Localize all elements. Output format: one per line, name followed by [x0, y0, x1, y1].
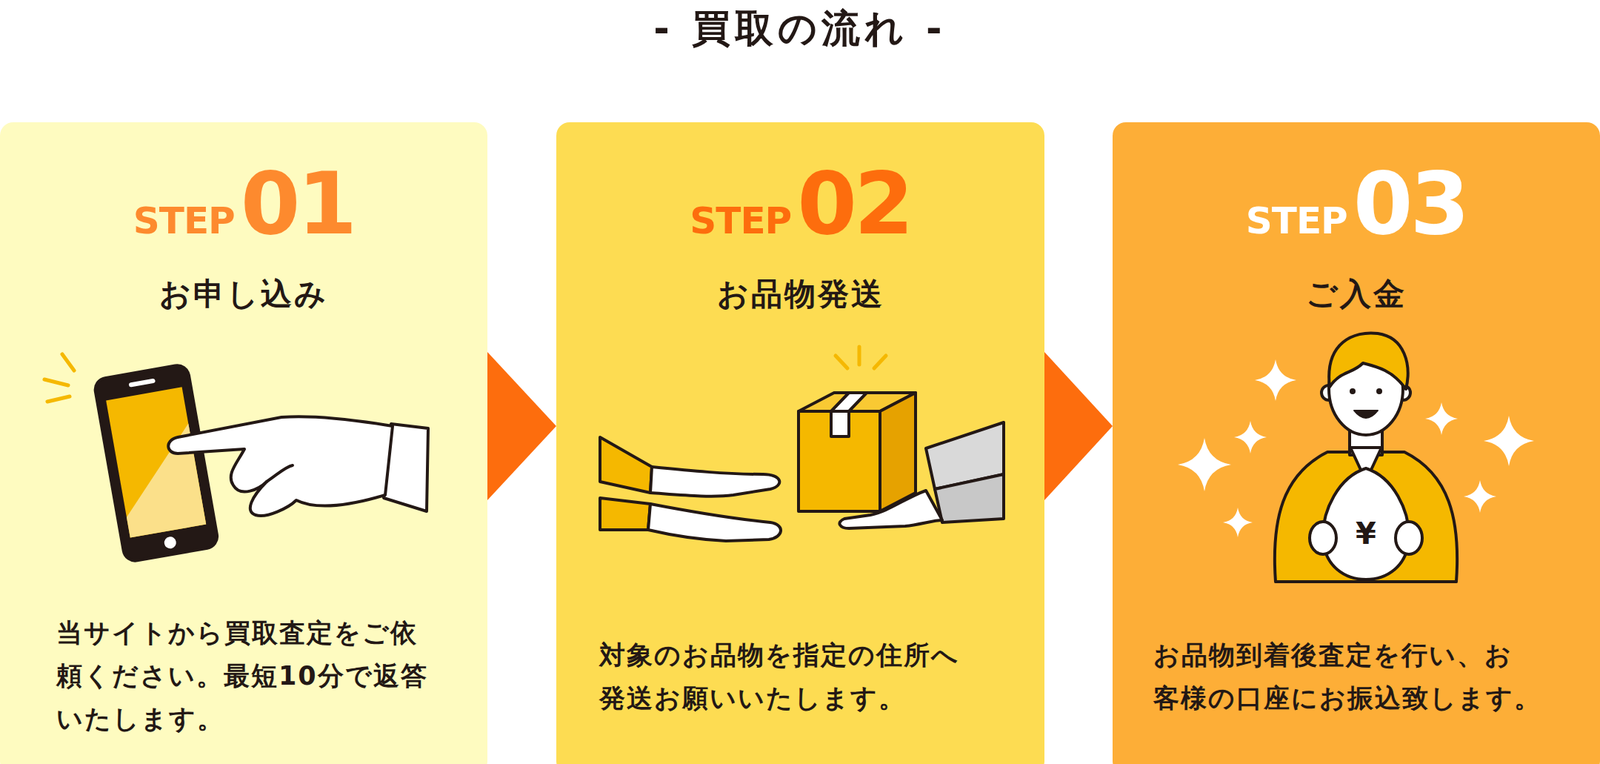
- pointing-hand-part: [168, 416, 393, 516]
- step-label-row: STEP01: [0, 160, 488, 247]
- shirt: [1274, 451, 1458, 582]
- step-word: STEP: [133, 202, 235, 240]
- step-word: STEP: [689, 202, 792, 240]
- flow-arrow: [1044, 351, 1113, 500]
- parcel-illustration: [600, 346, 1004, 541]
- sparkles-part: [1463, 480, 1497, 513]
- person-illustration-part: [1395, 521, 1423, 555]
- diagram-title: - 買取の流れ -: [0, 5, 1600, 51]
- person-illustration-part: [1309, 521, 1337, 555]
- step-description: お品物到着後査定を行い、お 客様の口座にお振込致します。: [1153, 633, 1576, 720]
- person-illustration-part: [1354, 410, 1378, 418]
- cardboard-box-part: [831, 392, 867, 412]
- step-number: 03: [1353, 160, 1467, 247]
- pointing-hand: [168, 416, 429, 516]
- money-bag-knot: [1350, 447, 1382, 470]
- person-illustration: [1177, 332, 1535, 582]
- giving-hands: [600, 437, 781, 541]
- step-word: STEP: [1245, 202, 1348, 240]
- step-label-row: STEP02: [556, 160, 1045, 247]
- receiving-hand-part: [934, 474, 1004, 523]
- sparkles-part: [1234, 420, 1267, 454]
- step-number: 01: [240, 160, 355, 247]
- step-heading: お申し込み: [0, 274, 488, 314]
- phone-part: [105, 386, 206, 538]
- sparkles-part: [1425, 402, 1458, 435]
- sparkles-part: [1177, 437, 1232, 492]
- money-bag: [1322, 468, 1409, 580]
- cardboard-box-part: [798, 411, 880, 512]
- step-heading: お品物発送: [556, 274, 1045, 314]
- step-label-row: STEP03: [1112, 160, 1600, 247]
- bag-symbol: ¥: [1336, 515, 1396, 552]
- giving-hands-part: [600, 437, 652, 493]
- sparkles-part: [1254, 359, 1297, 401]
- giving-hands-part: [648, 503, 781, 541]
- giving-hands-part: [650, 466, 780, 497]
- phone-part: [93, 363, 219, 563]
- step-description: 当サイトから買取査定をご依 頼ください。最短10分で返答 いたします。: [56, 611, 479, 740]
- step-heading: ご入金: [1112, 274, 1600, 314]
- receiving-hand-part: [839, 490, 943, 529]
- hair: [1328, 332, 1408, 389]
- person-illustration-part: [1349, 388, 1356, 395]
- step-number: 02: [797, 160, 911, 247]
- spark-lines: [835, 346, 886, 369]
- spark-lines-part: [835, 355, 848, 369]
- spark-lines-part: [62, 354, 75, 371]
- sparkles-part: [1483, 415, 1535, 466]
- person-illustration-part: [1376, 388, 1383, 395]
- receiving-hand: [839, 422, 1004, 529]
- step-description: 対象のお品物を指定の住所へ 発送お願いいたします。: [599, 633, 1022, 720]
- cardboard-box: [798, 392, 916, 512]
- pointing-hand-part: [266, 465, 293, 482]
- spark-lines: [44, 354, 75, 402]
- sparkles-part: [1222, 507, 1253, 538]
- spark-lines-part: [857, 346, 862, 365]
- giving-hands-part: [600, 497, 651, 530]
- phone: [93, 363, 219, 563]
- cardboard-box-part: [880, 392, 916, 512]
- spark-lines-part: [874, 355, 886, 369]
- spark-lines-part: [47, 396, 70, 402]
- flow-arrow: [487, 351, 557, 500]
- phone-part: [128, 378, 156, 388]
- smartphone-illustration: [44, 354, 429, 563]
- phone-part: [163, 535, 178, 550]
- cardboard-box-part: [831, 411, 849, 437]
- spark-lines-part: [44, 379, 69, 386]
